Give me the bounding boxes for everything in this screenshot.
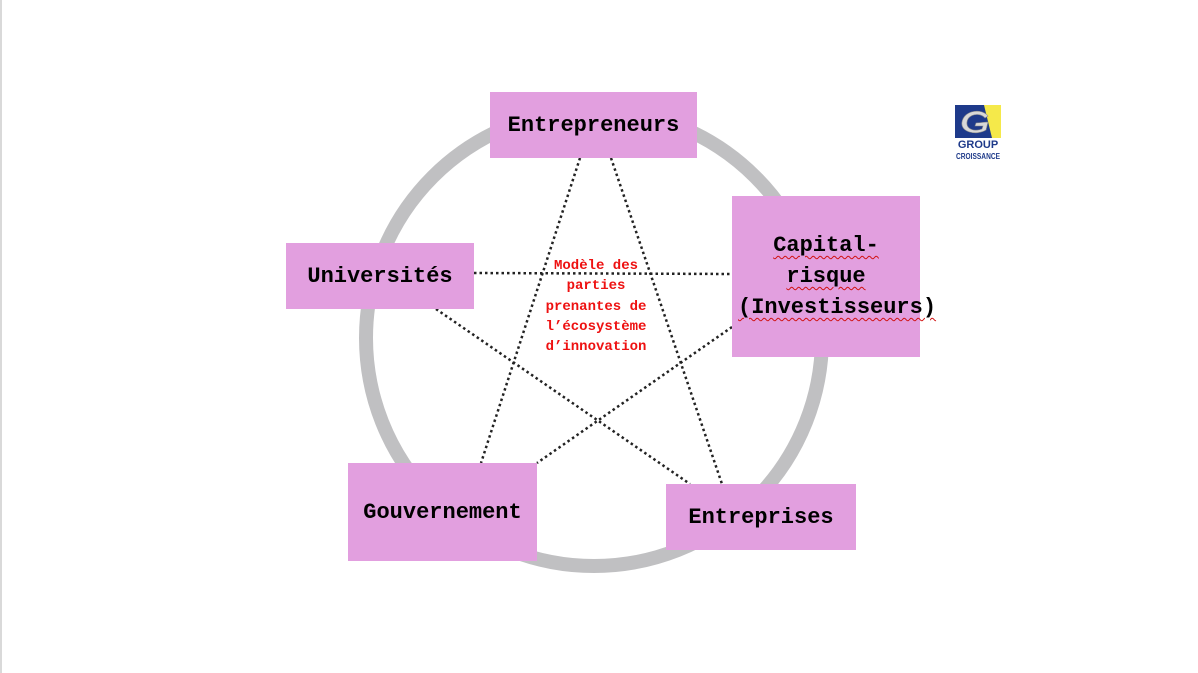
- slide-left-border: [0, 0, 2, 673]
- node-capital-risque: Capital-risque (Investisseurs): [732, 196, 937, 357]
- center-label: Modèle des parties prenantes de l’écosys…: [545, 258, 647, 356]
- node-gouvernement-label: Gouvernement: [363, 499, 522, 525]
- node-entreprises: Entreprises: [666, 484, 856, 550]
- node-entrepreneurs: Entrepreneurs: [490, 92, 697, 158]
- logo-text-line1: GROUP: [958, 139, 998, 151]
- node-entrepreneurs-label: Entrepreneurs: [507, 112, 680, 138]
- connector-capital-gouvernement: [536, 325, 733, 465]
- node-capital-risque-label: Capital-risque (Investisseurs): [738, 233, 937, 320]
- logo-text-line2: CROISSANCE: [956, 152, 1001, 161]
- connector-entrepreneurs-entreprises: [609, 157, 724, 485]
- node-entreprises-label: Entreprises: [688, 504, 834, 530]
- connector-universites-capital: [473, 271, 733, 276]
- connector-universites-entreprises: [435, 307, 691, 486]
- group-croissance-logo: GROUP CROISSANCE: [955, 105, 1001, 161]
- node-universites: Universités: [286, 243, 474, 309]
- node-universites-label: Universités: [307, 263, 453, 289]
- node-gouvernement: Gouvernement: [348, 463, 537, 561]
- connector-entrepreneurs-gouvernement: [479, 157, 582, 464]
